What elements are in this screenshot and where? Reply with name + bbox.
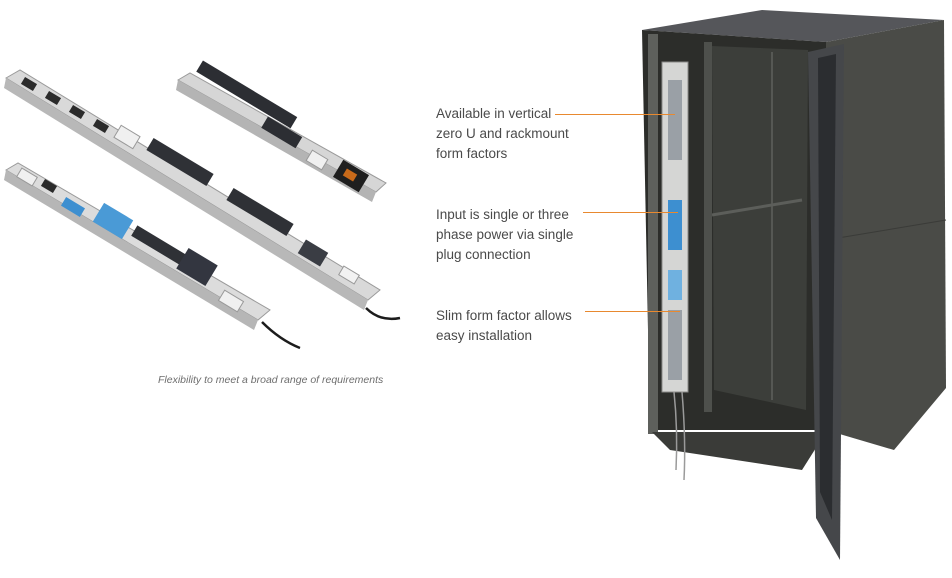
pdu-strip-front (4, 162, 301, 350)
callout-line: form factors (436, 146, 508, 161)
callout-line: zero U and rackmount (436, 126, 569, 141)
callout-line: Slim form factor allows (436, 308, 572, 323)
pdu-strip-long (4, 69, 401, 321)
rack-cabinet-illustration (642, 10, 947, 560)
illustration-caption: Flexibility to meet a broad range of req… (158, 374, 384, 386)
callout-line: plug connection (436, 247, 531, 262)
callout-line: phase power via single (436, 227, 574, 242)
callout-line: Available in vertical (436, 106, 552, 121)
callout-slim-form-factor: Slim form factor allows easy installatio… (436, 306, 626, 346)
callout-line: easy installation (436, 328, 533, 343)
callout-power-input: Input is single or three phase power via… (436, 205, 626, 265)
callout-3-leader-line (585, 311, 680, 313)
callout-1-leader-line (555, 114, 675, 116)
callout-form-factors: Available in vertical zero U and rackmou… (436, 104, 626, 164)
callout-2-leader-line (583, 212, 678, 214)
pdu-strip-short (176, 60, 387, 202)
callout-line: Input is single or three (436, 207, 569, 222)
pdu-product-illustration (4, 60, 401, 350)
